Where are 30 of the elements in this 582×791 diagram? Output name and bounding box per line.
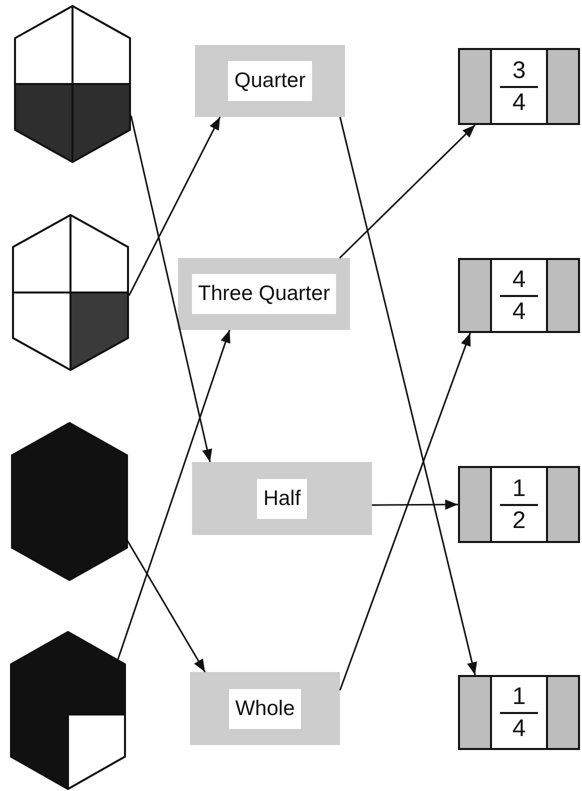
fraction-name: Whole xyxy=(229,688,301,728)
arrow xyxy=(117,330,230,660)
fraction-name: Quarter xyxy=(228,61,312,101)
numerator: 3 xyxy=(512,58,526,84)
fraction-name-box xyxy=(178,258,350,330)
hexagon-fraction-drawing xyxy=(14,5,131,163)
fraction-card xyxy=(458,466,580,543)
fraction-name-box xyxy=(192,462,372,535)
numerator: 4 xyxy=(512,266,526,292)
arrow xyxy=(130,115,212,462)
fraction-name-box xyxy=(190,672,340,745)
numerator: 1 xyxy=(512,476,526,502)
fraction-card xyxy=(458,258,580,333)
denominator: 4 xyxy=(512,90,526,116)
denominator: 4 xyxy=(512,298,526,324)
denominator: 2 xyxy=(512,508,526,534)
arrow xyxy=(126,539,206,672)
fraction-card xyxy=(458,48,580,125)
arrow xyxy=(339,332,471,691)
numerator: 1 xyxy=(512,684,526,710)
arrow xyxy=(372,499,458,510)
arrow xyxy=(339,116,478,676)
fraction-name: Half xyxy=(257,478,307,518)
fraction-name-box xyxy=(195,45,345,117)
fraction-name: Three Quarter xyxy=(192,274,336,314)
fraction-card xyxy=(458,675,580,750)
arrow xyxy=(339,124,476,259)
hexagon-fraction-drawing xyxy=(12,214,129,371)
denominator: 4 xyxy=(512,716,526,742)
arrow xyxy=(128,116,221,296)
